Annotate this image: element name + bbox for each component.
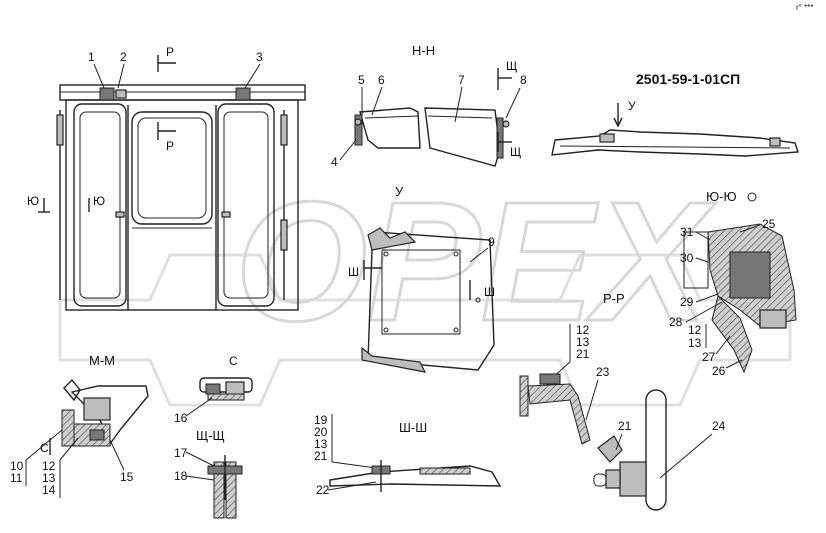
- callout-29: 29: [680, 295, 694, 309]
- section-arrow-yu-left: Ю: [27, 194, 50, 213]
- callout-stack-sh-13: 13: [314, 437, 328, 451]
- callout-stack-mm-13: 13: [42, 471, 56, 485]
- svg-text:Ш: Ш: [484, 285, 495, 299]
- callout-18: 18: [174, 469, 188, 483]
- callout-23: 23: [596, 365, 610, 379]
- callout-stack-mm-10: 10: [10, 459, 24, 473]
- latch-drawing: [593, 389, 667, 511]
- svg-text:Щ: Щ: [510, 145, 521, 159]
- svg-text:С: С: [40, 441, 49, 455]
- corner-mark: r° ***: [796, 3, 813, 12]
- main-window-assembly: [56, 84, 306, 311]
- section-title-yuyu: Ю-Ю: [706, 189, 737, 204]
- callout-8: 8: [520, 73, 527, 87]
- section-circle-mark: [747, 192, 757, 202]
- section-title-shsh: Ш-Ш: [399, 420, 427, 435]
- section-arrow-p-mid: Р: [157, 122, 176, 153]
- callout-7: 7: [458, 73, 465, 87]
- callout-21-latch: 21: [618, 419, 632, 433]
- section-title-nn: Н-Н: [412, 43, 435, 58]
- svg-text:Р: Р: [166, 45, 174, 59]
- callout-stack-rr-13: 13: [576, 335, 590, 349]
- section-nn-drawing: [354, 107, 510, 167]
- section-arrow-c: С: [40, 438, 51, 455]
- svg-text:Ш: Ш: [348, 265, 359, 279]
- callout-9: 9: [488, 235, 495, 249]
- callout-28: 28: [669, 315, 683, 329]
- section-arrow-yu-right: Ю: [88, 194, 105, 212]
- callout-16: 16: [174, 411, 188, 425]
- callout-stack-mm-12: 12: [42, 459, 56, 473]
- section-rr-drawing: [519, 373, 591, 445]
- section-title-rr: Р-Р: [603, 291, 625, 306]
- watermark-gear: [58, 253, 792, 407]
- callout-27: 27: [702, 350, 716, 364]
- view-u-panel: [361, 227, 495, 373]
- svg-text:Ю: Ю: [93, 194, 105, 208]
- svg-text:Щ: Щ: [506, 59, 517, 73]
- callout-31: 31: [680, 225, 694, 239]
- section-title-mm: М-М: [89, 353, 115, 368]
- callout-stack-yu-13: 13: [688, 336, 702, 350]
- section-arrow-sh-right: Ш: [469, 280, 495, 300]
- callout-stack-mm-11: 11: [10, 471, 23, 485]
- callout-stack-sh-21: 21: [314, 449, 328, 463]
- svg-text:2: 2: [120, 50, 127, 64]
- callout-stack-mm-14: 14: [42, 483, 56, 497]
- section-title-shchshch: Щ-Щ: [196, 428, 225, 443]
- section-arrow-shch-bottom: Щ: [497, 132, 521, 159]
- svg-text:Р: Р: [166, 139, 174, 153]
- section-c-drawing: [199, 377, 253, 401]
- callout-stack-sh-19: 19: [314, 413, 328, 427]
- callout-25: 25: [762, 217, 776, 231]
- callout-22: 22: [316, 483, 330, 497]
- callout-30: 30: [680, 251, 694, 265]
- section-title-u: У: [395, 184, 404, 199]
- section-arrow-sh-left: Ш: [348, 260, 382, 280]
- callout-stack-yu-12: 12: [688, 323, 702, 337]
- section-title-c: С: [229, 354, 238, 368]
- callout-15: 15: [120, 470, 134, 484]
- callout-5: 5: [358, 73, 365, 87]
- side-strip-part: [551, 129, 799, 157]
- section-shsh-drawing: [329, 460, 502, 492]
- callout-1: 1: [88, 50, 105, 89]
- callout-26: 26: [712, 364, 726, 378]
- callout-24: 24: [712, 419, 726, 433]
- callout-3: 3: [244, 50, 263, 89]
- svg-text:3: 3: [256, 50, 263, 64]
- svg-text:1: 1: [88, 50, 95, 64]
- document-code: 2501-59-1-01СП: [636, 71, 740, 87]
- view-arrow-u: У: [613, 99, 636, 128]
- callout-2: 2: [117, 50, 127, 89]
- svg-text:Ю: Ю: [27, 194, 39, 208]
- callout-stack-rr-21: 21: [576, 347, 590, 361]
- section-yuyu-drawing: [683, 223, 797, 374]
- callout-4: 4: [331, 155, 338, 169]
- callout-stack-rr-12: 12: [576, 323, 590, 337]
- section-arrow-p-top: Р: [157, 45, 176, 72]
- callout-6: 6: [378, 73, 385, 87]
- section-arrow-shch-top: Щ: [497, 59, 517, 90]
- watermark-text: OPEX: [235, 167, 716, 357]
- callout-17: 17: [174, 446, 188, 460]
- callout-stack-sh-20: 20: [314, 425, 328, 439]
- section-mm-drawing: [61, 378, 149, 447]
- svg-text:У: У: [628, 99, 636, 113]
- section-shchshch-drawing: [207, 455, 243, 519]
